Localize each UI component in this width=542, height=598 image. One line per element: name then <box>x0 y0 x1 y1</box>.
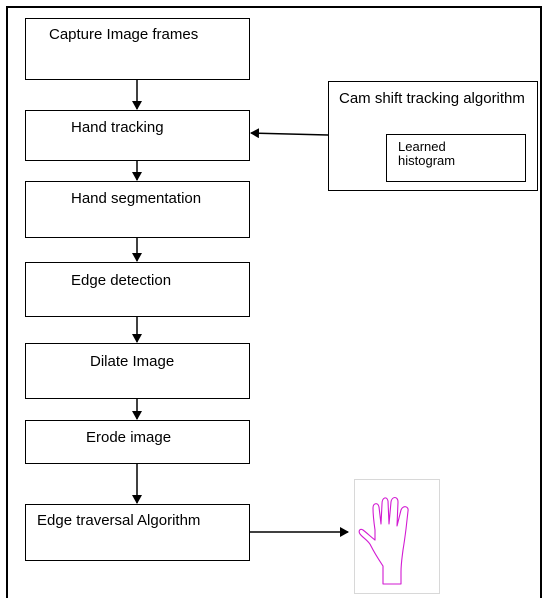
camshift-title: Cam shift tracking algorithm <box>339 90 525 107</box>
hand-contour-output <box>354 479 440 594</box>
step-edge-traversal-algorithm: Edge traversal Algorithm <box>25 504 250 561</box>
step-label: Hand tracking <box>71 119 164 136</box>
diagram-frame <box>6 6 542 598</box>
learned-histogram-label: Learned histogram <box>398 139 456 168</box>
learned-histogram-box: Learned histogram <box>386 134 526 182</box>
step-label: Erode image <box>86 429 172 446</box>
step-edge-detection: Edge detection <box>25 262 250 317</box>
step-capture-image-frames: Capture Image frames <box>25 18 250 80</box>
step-dilate-image: Dilate Image <box>25 343 250 399</box>
step-hand-segmentation: Hand segmentation <box>25 181 250 238</box>
step-erode-image: Erode image <box>25 420 250 464</box>
step-hand-tracking: Hand tracking <box>25 110 250 161</box>
step-label: Edge traversal Algorithm <box>37 512 201 529</box>
step-label: Edge detection <box>71 272 172 289</box>
step-label: Hand segmentation <box>71 190 202 207</box>
step-label: Dilate Image <box>90 353 175 370</box>
hand-outline-icon <box>358 496 409 585</box>
step-label: Capture Image frames <box>49 26 199 43</box>
camshift-algorithm-box: Cam shift tracking algorithm Learned his… <box>328 81 538 191</box>
